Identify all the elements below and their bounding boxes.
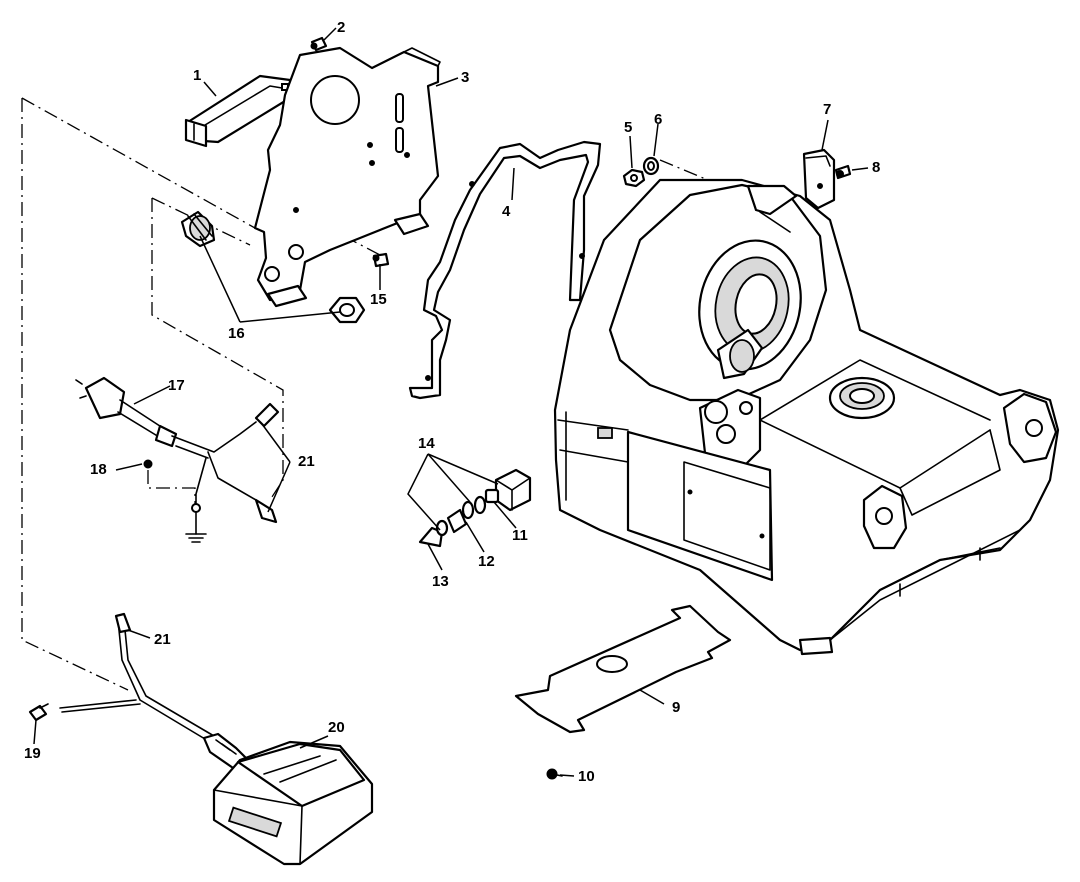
callout-10: 10 [578, 768, 595, 785]
locknut-part-16 [328, 296, 366, 324]
callout-21-switch: 21 [154, 631, 171, 648]
callout-15: 15 [370, 291, 387, 308]
callouts: 1 2 3 4 5 6 7 8 9 10 11 12 13 14 15 16 1… [24, 19, 880, 785]
callout-17: 17 [168, 377, 185, 394]
strain-relief-part-16 [180, 210, 216, 248]
screw-part-18 [143, 459, 153, 469]
machine-housing [553, 178, 1060, 656]
callout-7: 7 [823, 101, 831, 118]
washer-part-12 [446, 495, 487, 534]
foot-switch-part-20 [59, 612, 374, 866]
callout-11: 11 [512, 527, 528, 544]
bracket-part-7 [802, 148, 836, 210]
bottom-plate-part-9 [514, 604, 732, 734]
callout-6: 6 [654, 111, 662, 128]
callout-13: 13 [432, 573, 449, 590]
callout-16: 16 [228, 325, 245, 342]
switch-part-11 [484, 468, 532, 512]
callout-1: 1 [193, 67, 201, 84]
callout-18: 18 [90, 461, 107, 478]
mounting-plate-part-3 [253, 46, 441, 308]
screw-part-8 [834, 164, 852, 180]
leader-lines [33, 27, 869, 777]
callout-2: 2 [337, 19, 345, 36]
callout-21-cord: 21 [298, 453, 315, 470]
callout-19: 19 [24, 745, 41, 762]
screw-part-2 [310, 36, 328, 52]
callout-3: 3 [461, 69, 469, 86]
ground-symbol [185, 503, 207, 543]
callout-4: 4 [502, 203, 511, 220]
boot-part-13 [418, 519, 449, 548]
callout-14: 14 [418, 435, 435, 452]
handle-part-1 [184, 74, 292, 148]
callout-12: 12 [478, 553, 495, 570]
screw-part-15 [372, 252, 390, 268]
callout-9: 9 [672, 699, 680, 716]
washer-part-6 [642, 156, 660, 176]
callout-5: 5 [624, 119, 632, 136]
callout-20: 20 [328, 719, 345, 736]
power-cord-part-17 [75, 376, 280, 524]
callout-8: 8 [872, 159, 880, 176]
screw-part-10 [546, 768, 563, 780]
nut-part-5 [622, 168, 646, 188]
gasket-part-4 [408, 140, 602, 400]
wire-connector-part-19 [28, 703, 49, 722]
